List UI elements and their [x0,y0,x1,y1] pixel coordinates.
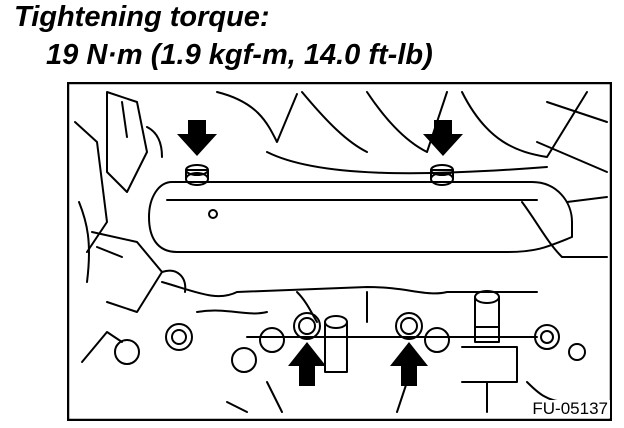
bolt-left [185,164,209,186]
arrow-up-icon [390,342,428,386]
arrow-down-icon [423,120,463,156]
bolt-right [430,164,454,186]
figure-code: FU-05137 [530,399,610,418]
figure-frame [67,82,612,421]
heading: Tightening torque: [14,1,270,33]
bolt-lower-left [293,312,321,340]
lower-bolts [114,323,586,373]
engine-illustration [67,82,612,421]
arrow-up-icon [288,342,326,386]
bolt-lower-right [395,312,423,340]
torque-spec: 19 N·m (1.9 kgf-m, 14.0 ft-lb) [46,39,433,71]
arrow-down-icon [177,120,217,156]
